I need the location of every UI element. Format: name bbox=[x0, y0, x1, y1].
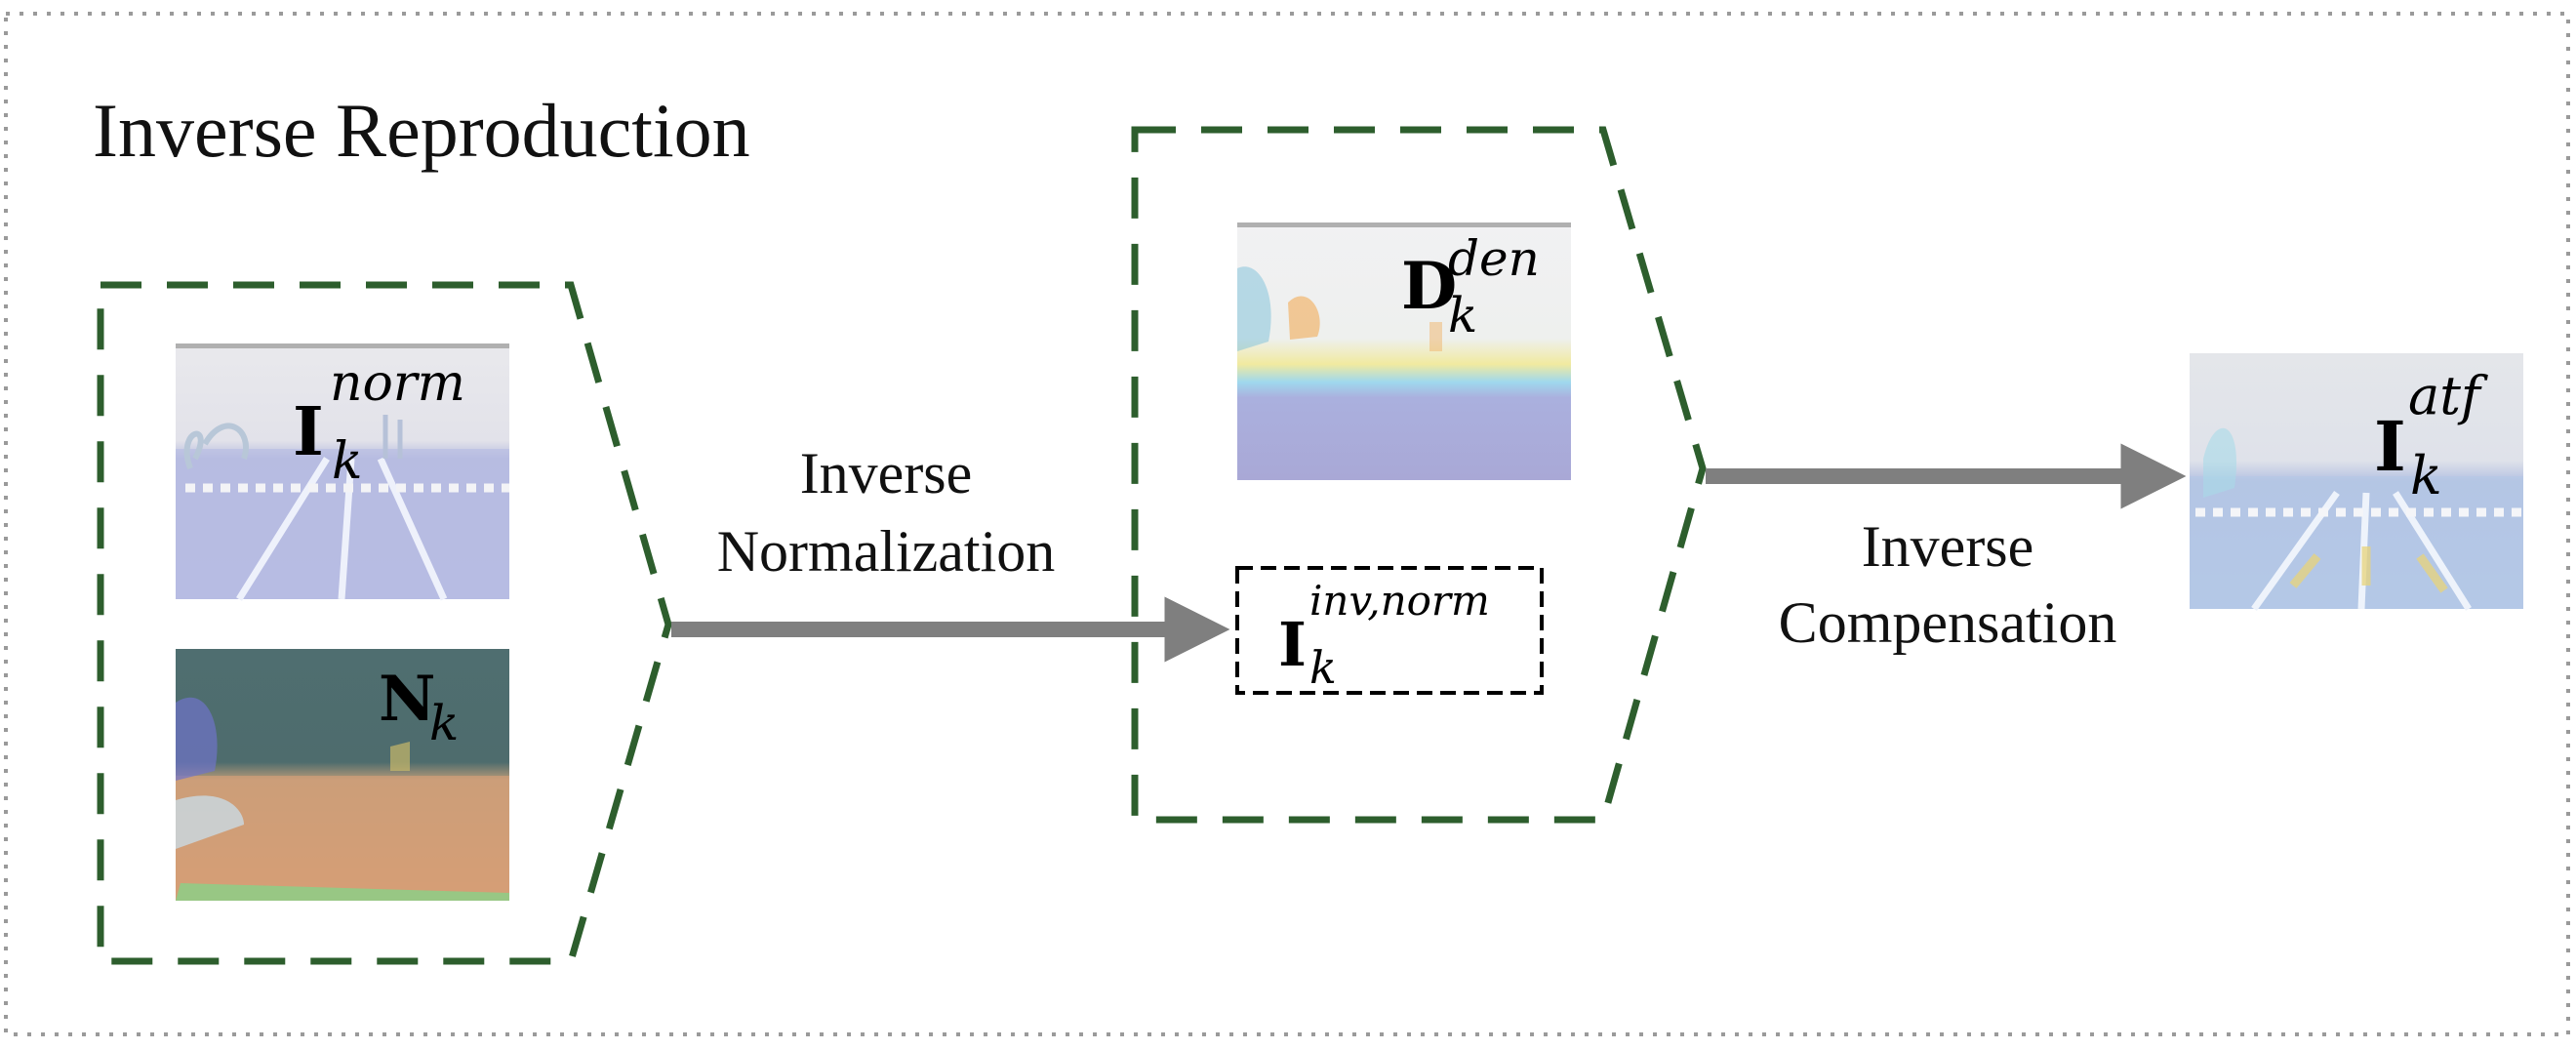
svg-text:norm: norm bbox=[330, 354, 465, 413]
normal-map-symbol: N k bbox=[379, 663, 459, 751]
inverse-normalization-label-line2: Normalization bbox=[717, 519, 1056, 584]
inverse-compensation-label-line2: Compensation bbox=[1779, 590, 2117, 655]
output-image-symbol: I k atf bbox=[2374, 365, 2488, 506]
input-group-border bbox=[97, 281, 672, 965]
svg-text:I: I bbox=[2374, 406, 2406, 487]
normalized-image-thumbnail bbox=[176, 343, 509, 601]
svg-text:den: den bbox=[1448, 230, 1540, 287]
svg-text:N: N bbox=[379, 663, 436, 736]
diagram-title: Inverse Reproduction bbox=[93, 88, 750, 173]
svg-text:k: k bbox=[332, 432, 363, 491]
svg-text:I: I bbox=[1278, 609, 1307, 680]
svg-text:D: D bbox=[1401, 248, 1457, 324]
depth-map-symbol: D k den bbox=[1401, 230, 1540, 343]
svg-text:atf: atf bbox=[2408, 365, 2488, 426]
svg-text:I: I bbox=[293, 393, 324, 471]
inverse-normalization-label-line1: Inverse bbox=[800, 441, 973, 505]
depth-map-thumbnail bbox=[1237, 222, 1571, 480]
intermediate-group-border bbox=[1131, 126, 1707, 824]
svg-text:k: k bbox=[2410, 445, 2442, 506]
output-image-thumbnail bbox=[2190, 353, 2523, 612]
inverse-normalized-image-box bbox=[1235, 566, 1544, 695]
normal-map-thumbnail bbox=[176, 649, 509, 901]
inverse-compensation-label-line1: Inverse bbox=[1862, 514, 2034, 579]
inverse-normalized-image-symbol: I k inv,norm bbox=[1278, 577, 1490, 694]
svg-text:k: k bbox=[429, 695, 459, 751]
svg-text:inv,norm: inv,norm bbox=[1309, 577, 1490, 625]
normalized-image-symbol: I k norm bbox=[293, 354, 465, 491]
svg-text:k: k bbox=[1448, 287, 1477, 343]
svg-text:k: k bbox=[1309, 641, 1337, 694]
outer-frame bbox=[4, 12, 2570, 1036]
